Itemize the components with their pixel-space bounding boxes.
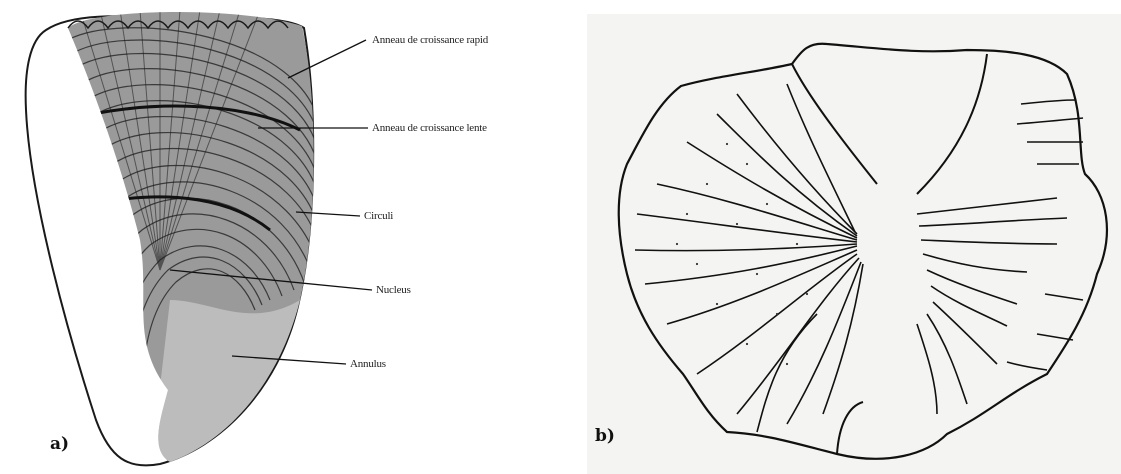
label-annulus: Annulus <box>350 358 386 370</box>
radii-right <box>917 100 1083 414</box>
label-circuli: Circuli <box>364 210 393 222</box>
label-nucleus: Nucleus <box>376 284 411 296</box>
radii-left <box>635 84 863 424</box>
panel-b-scale-sketch: b) <box>587 14 1121 474</box>
scale-b-drawing <box>587 14 1121 474</box>
panel-b-tag: b) <box>595 426 615 446</box>
panel-a-tag: a) <box>50 434 69 454</box>
label-fast-growth-ring: Anneau de croissance rapid <box>372 34 488 46</box>
scale-a-drawing <box>0 0 560 474</box>
panel-a-scale-diagram: Anneau de croissance rapid Anneau de cro… <box>0 0 560 474</box>
label-slow-growth-ring: Anneau de croissance lente <box>372 122 487 134</box>
